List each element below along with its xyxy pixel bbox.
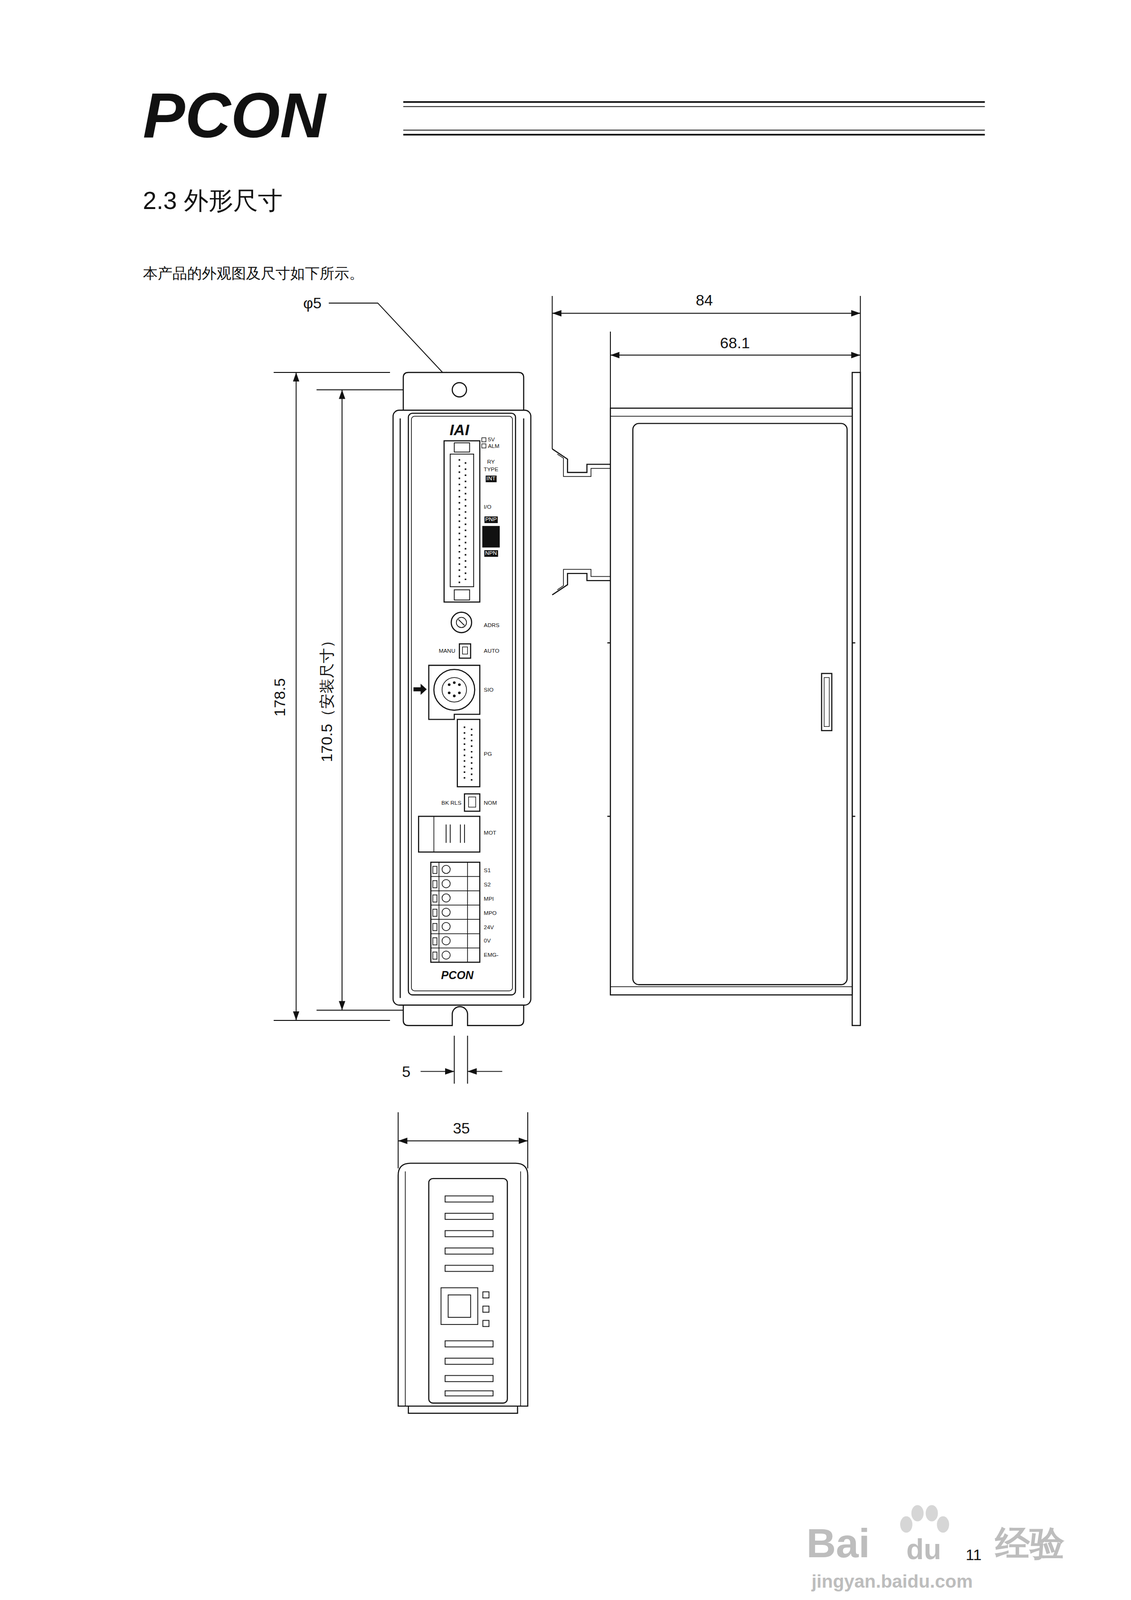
switch-label: ADRS	[484, 622, 500, 629]
switch-label: MANU	[438, 648, 456, 655]
terminal-label: 0V	[484, 938, 491, 944]
switch-label: NPN	[484, 550, 498, 557]
bottom-view	[398, 1163, 528, 1414]
dimension-label: 178.5	[272, 675, 288, 719]
intro-text: 本产品的外观图及尺寸如下所示。	[142, 266, 364, 281]
dimension-label: 5	[401, 1064, 411, 1080]
led-label: 5V	[487, 437, 495, 443]
connector-label: PG	[484, 751, 493, 758]
dimension-lines	[273, 295, 861, 1169]
terminal-label: S1	[484, 867, 491, 874]
watermark-paw	[900, 1504, 950, 1533]
dimension-label: 68.1	[720, 335, 751, 351]
brand-logo: PCON	[142, 83, 326, 147]
dimension-label: 84	[695, 292, 713, 308]
watermark: 经验	[995, 1526, 1065, 1561]
maker-logo: IAI	[449, 422, 469, 438]
switch-label: PNP	[484, 516, 498, 523]
dimension-label: 170.5（安装尺寸）	[319, 630, 335, 764]
connector-label: SIO	[484, 687, 494, 694]
product-logo: PCON	[441, 970, 474, 982]
section-title: 2.3 外形尺寸	[142, 189, 283, 214]
switch-label: AUTO	[484, 648, 500, 655]
watermark: du	[906, 1535, 942, 1564]
terminal-label: S2	[484, 882, 491, 888]
front-view	[392, 372, 531, 1026]
watermark: jingyan.baidu.com	[811, 1571, 973, 1591]
page-number: 11	[965, 1547, 982, 1563]
terminal-label: 24V	[484, 924, 495, 931]
connector-label: MOT	[484, 830, 497, 837]
switch-label: INT	[485, 475, 497, 483]
terminal-label: EMG-	[484, 952, 499, 959]
led-label: ALM	[487, 443, 500, 450]
switch-label: BK RLS	[441, 800, 462, 807]
dimension-label: 35	[452, 1120, 470, 1136]
dimension-label: φ5	[303, 295, 322, 311]
terminal-label: MPI	[484, 896, 495, 903]
connector-label: I/O	[484, 504, 492, 511]
switch-label: NOM	[484, 800, 498, 807]
switch-label: RY	[487, 459, 495, 466]
side-view	[552, 372, 861, 1026]
terminal-label: MPO	[484, 910, 497, 917]
switch-label: TYPE	[483, 466, 499, 473]
watermark: Bai	[806, 1522, 871, 1564]
header-rule	[403, 102, 985, 135]
